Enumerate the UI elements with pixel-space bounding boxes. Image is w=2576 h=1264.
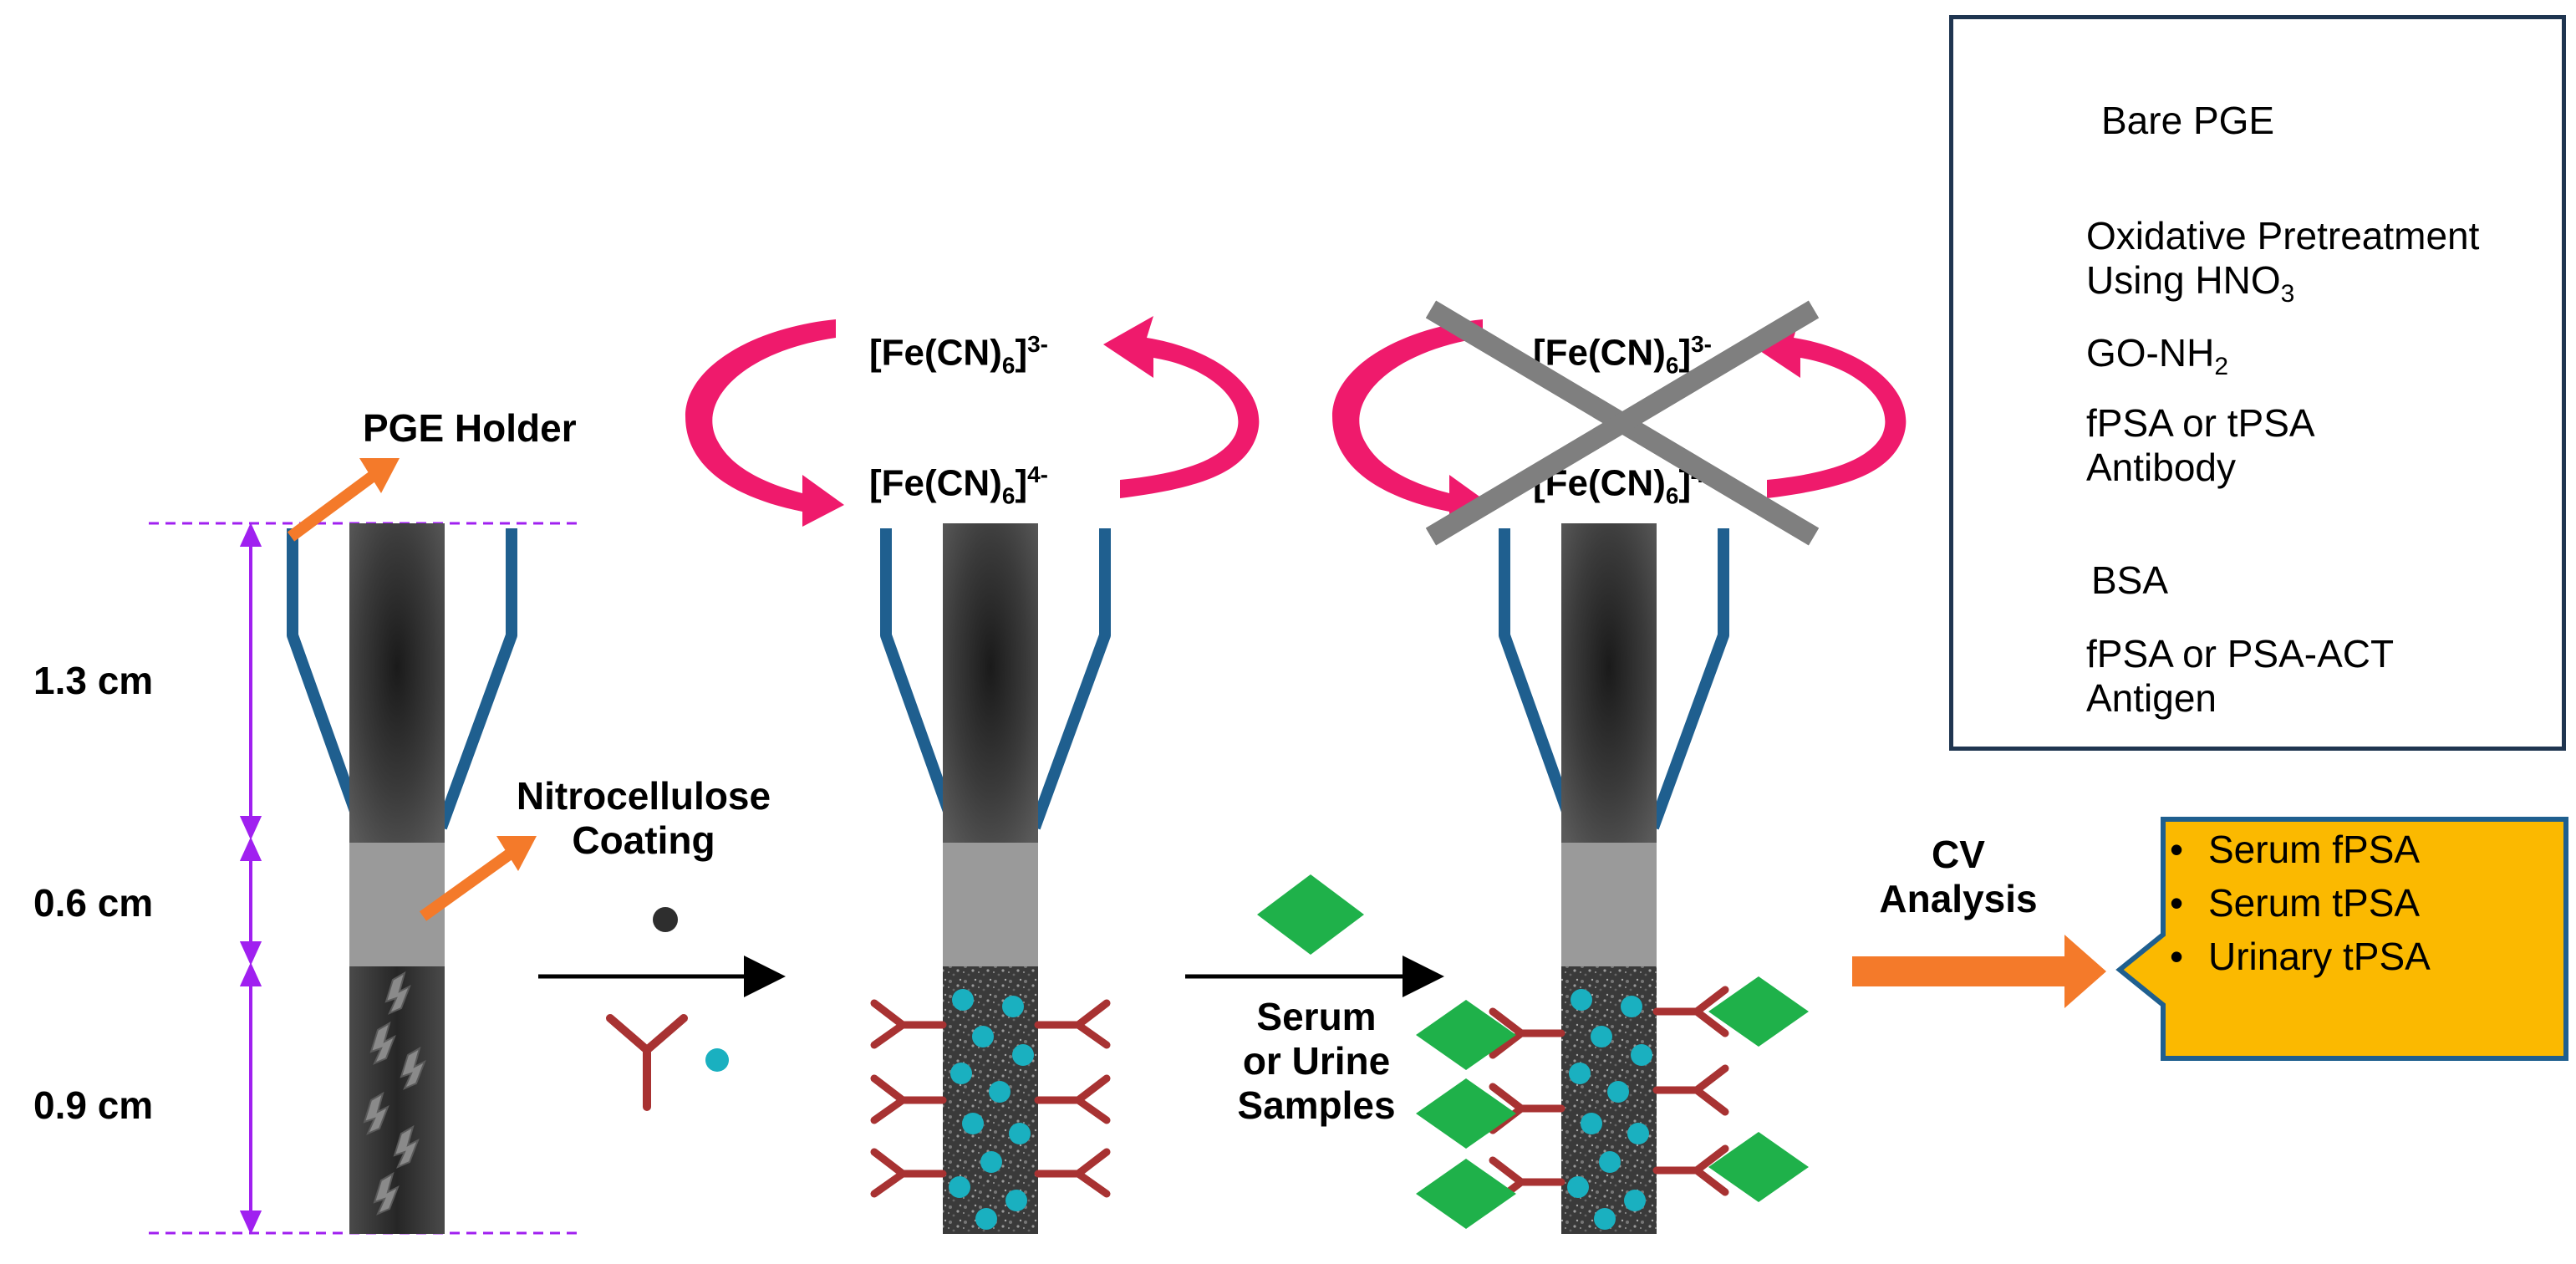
redox-red-close-blocked: ] <box>1678 462 1692 504</box>
redox-ox-sub-blocked: 6 <box>1665 352 1679 379</box>
redox-ox-sub: 6 <box>1001 352 1016 379</box>
nitrocellulose-band-3 <box>1561 843 1657 966</box>
dimension-label-2: 0.6 cm <box>33 881 154 925</box>
legend-go-nh2-sub: 2 <box>2214 353 2229 381</box>
pge-holder-3 <box>1499 528 1729 830</box>
redox-red-label: [Fe(CN)6]4- <box>869 461 1048 510</box>
result-item-serum-tpsa: Serum tPSA <box>2170 876 2563 930</box>
dimension-arrow-3 <box>239 962 262 1235</box>
oxidative-marks <box>363 971 426 1216</box>
dimension-arrow-2 <box>239 837 262 966</box>
redox-red-base-blocked: [Fe(CN) <box>1533 462 1666 504</box>
pge-holder-label: PGE Holder <box>363 406 577 450</box>
nitrocellulose-label-line1: Nitrocellulose <box>516 774 771 818</box>
antigen-symbol <box>1257 874 1364 955</box>
legend-antibody-line1: fPSA or tPSA <box>2086 401 2315 445</box>
result-item-urinary-tpsa: Urinary tPSA <box>2170 930 2563 983</box>
pointer-nitrocellulose <box>419 836 537 921</box>
result-list: Serum fPSA Serum tPSA Urinary tPSA <box>2170 823 2563 1050</box>
legend-antigen: fPSA or PSA-ACT Antigen <box>2086 632 2394 721</box>
redox-cycle-2 <box>685 316 1260 527</box>
nitrocellulose-label-line2: Coating <box>572 818 715 862</box>
step-arrow-2 <box>1185 874 1444 997</box>
sample-label-line3: Samples <box>1237 1083 1396 1127</box>
legend-oxidative-line1: Oxidative Pretreatment <box>2086 214 2480 257</box>
nitrocellulose-band-2 <box>943 843 1038 966</box>
bsa-layer-2 <box>949 989 1034 1230</box>
legend-go-nh2-prefix: GO-NH <box>2086 331 2215 375</box>
legend-antigen-line2: Antigen <box>2086 675 2217 720</box>
redox-ox-label: [Fe(CN)6]3- <box>869 331 1048 380</box>
redox-red-sup: 4- <box>1027 461 1048 487</box>
legend-oxidative-line2-prefix: Using HNO <box>2086 257 2281 302</box>
legend-oxidative: Oxidative Pretreatment Using HNO3 <box>2086 214 2479 309</box>
sample-label: Serum or Urine Samples <box>1204 995 1429 1128</box>
nitrocellulose-band-1 <box>349 843 445 966</box>
pge-rod-3 <box>1561 523 1657 843</box>
dimension-arrow-1 <box>239 522 262 840</box>
legend-bare-pge: Bare PGE <box>2101 99 2275 142</box>
electrode-1 <box>149 458 578 1235</box>
redox-ox-base: [Fe(CN) <box>869 332 1002 374</box>
antigen-layer-3 <box>1416 976 1809 1229</box>
redox-ox-sup: 3- <box>1027 331 1048 357</box>
legend-antibody-line2: Antibody <box>2086 445 2237 489</box>
antibody-symbol <box>606 1014 688 1111</box>
redox-red-sup-blocked: 4- <box>1691 461 1712 487</box>
sample-label-line1: Serum <box>1256 995 1377 1038</box>
legend-oxidative-line2: Using HNO3 <box>2086 258 2479 309</box>
pointer-pge-holder <box>287 458 400 542</box>
legend-bsa: BSA <box>2091 558 2169 602</box>
pge-rod-2 <box>943 523 1038 843</box>
redox-ox-close-blocked: ] <box>1678 332 1692 374</box>
pge-holder-1 <box>287 528 517 830</box>
bsa-layer-3 <box>1567 989 1652 1230</box>
redox-red-close: ] <box>1015 462 1028 504</box>
nitrocellulose-label: Nitrocellulose Coating <box>493 774 794 863</box>
legend-box <box>1949 15 2566 751</box>
redox-ox-base-blocked: [Fe(CN) <box>1533 332 1666 374</box>
redox-ox-sup-blocked: 3- <box>1691 331 1712 357</box>
dimension-label-1: 1.3 cm <box>33 659 154 702</box>
cv-analysis-line1: CV <box>1932 833 1985 876</box>
cv-analysis-arrow <box>1852 935 2106 1008</box>
cv-analysis-label: CV Analysis <box>1845 833 2071 921</box>
step-arrow-1 <box>538 907 786 1111</box>
pge-rod-1 <box>349 523 445 843</box>
redox-red-sub-blocked: 6 <box>1665 482 1679 509</box>
legend-go-nh2: GO-NH2 <box>2086 331 2228 382</box>
redox-red-label-blocked: [Fe(CN)6]4- <box>1533 461 1712 510</box>
sample-label-line2: or Urine <box>1242 1038 1391 1083</box>
antibody-layer-2 <box>870 999 1111 1198</box>
redox-red-sub: 6 <box>1001 482 1016 509</box>
go-nh2-particle <box>653 907 678 932</box>
redox-red-base: [Fe(CN) <box>869 462 1002 504</box>
redox-ox-close: ] <box>1015 332 1028 374</box>
redox-ox-label-blocked: [Fe(CN)6]3- <box>1533 331 1712 380</box>
electrode-2 <box>685 316 1260 1234</box>
legend-antigen-line1: fPSA or PSA-ACT <box>2086 632 2395 675</box>
bsa-particle <box>705 1048 729 1072</box>
legend-antibody: fPSA or tPSA Antibody <box>2086 401 2315 490</box>
cv-analysis-line2: Analysis <box>1879 876 2038 920</box>
dimension-label-3: 0.9 cm <box>33 1083 154 1127</box>
result-item-serum-fpsa: Serum fPSA <box>2170 823 2563 876</box>
pge-holder-2 <box>880 528 1111 830</box>
legend-oxidative-line2-sub: 3 <box>2280 280 2295 308</box>
